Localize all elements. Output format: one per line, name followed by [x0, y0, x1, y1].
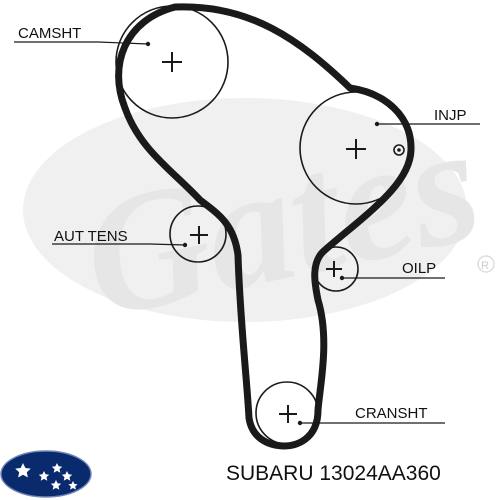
oil-pump-label: OILP: [402, 260, 436, 277]
camshaft-leader: [14, 41, 149, 45]
crankshaft-center-cross: [279, 405, 297, 423]
leader-lines: [14, 41, 480, 424]
part-caption: SUBARU 13024AA360: [226, 462, 441, 485]
leader-dots: [145, 41, 380, 426]
timing-belt: [115, 3, 415, 450]
registered-mark: R: [481, 260, 489, 272]
gates-watermark: Gates R: [23, 88, 495, 354]
camshaft-label: CAMSHT: [18, 25, 81, 42]
crankshaft-label: CRANSHT: [355, 405, 428, 422]
camshaft-center-cross: [162, 52, 182, 72]
oil-pump-center-cross: [326, 261, 342, 277]
auto-tensioner-leader: [52, 243, 186, 246]
injection-pump-center-cross: [346, 139, 366, 159]
subaru-logo: [0, 450, 92, 498]
auto-tensioner-label: AUT TENS: [54, 228, 128, 245]
auto-tensioner-pulley: [169, 205, 227, 263]
timing-mark-icon: [393, 144, 405, 156]
pulley-centers: [162, 52, 366, 423]
auto-tensioner-center-cross: [190, 226, 208, 244]
registered-mark-circle: [477, 255, 495, 273]
injection-pump-label: INJP: [434, 107, 467, 124]
